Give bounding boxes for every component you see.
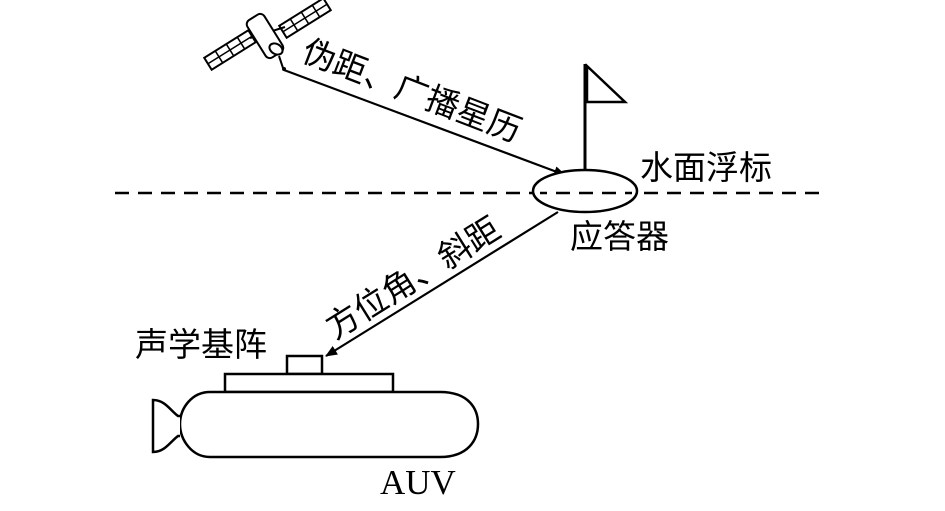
auv-label: AUV	[380, 463, 456, 502]
satellite-signal-label: 伪距、广播星历	[297, 31, 527, 150]
auv-icon	[151, 354, 480, 459]
flag-icon	[583, 63, 629, 172]
satellite-signal-arrow	[283, 68, 566, 177]
auv-hull	[178, 390, 480, 459]
buoy-transponder	[531, 168, 639, 214]
acoustic-signal-arrow	[325, 211, 559, 357]
acoustic-array-label: 声学基阵	[135, 325, 267, 364]
acoustic-array-box	[285, 354, 324, 376]
satellite-icon	[202, 0, 333, 72]
transponder-label: 应答器	[570, 217, 669, 256]
auv-deck	[223, 372, 395, 394]
acoustic-signal-label: 方位角、斜距	[319, 209, 508, 347]
auv-propeller	[151, 398, 180, 454]
buoy-label: 水面浮标	[640, 148, 772, 187]
